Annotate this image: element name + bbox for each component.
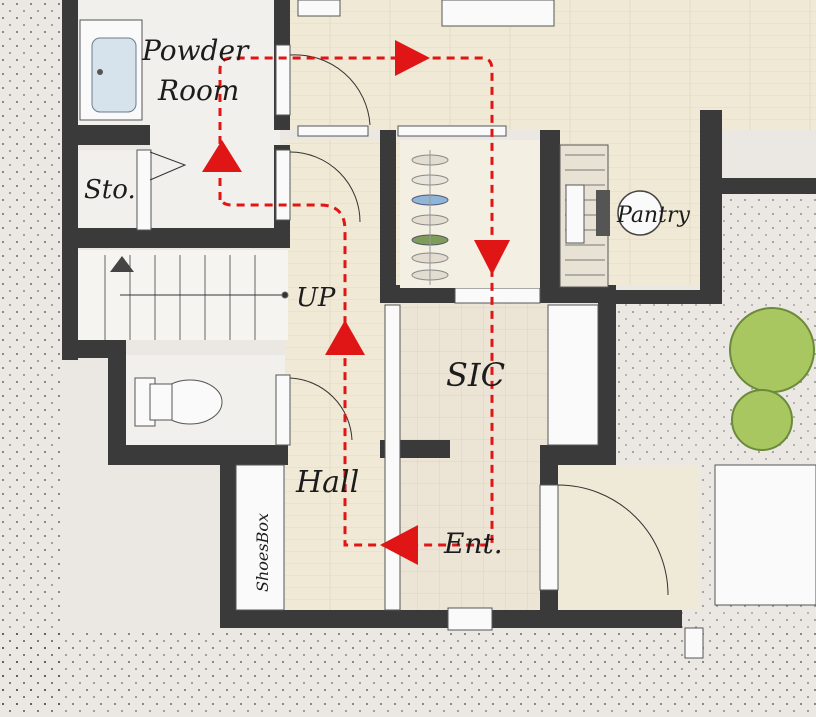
arrow-up-icon <box>325 320 365 355</box>
walls <box>62 0 816 628</box>
powder-room-label-line2: Room <box>157 74 239 107</box>
entrance-label: Ent. <box>443 527 503 560</box>
sic-glass-partition-left <box>384 304 401 611</box>
porch-floor <box>555 465 700 610</box>
window-top-left <box>297 0 341 17</box>
powder-room-label-line1: Powder <box>141 34 250 67</box>
pantry-stool-icon <box>617 190 663 236</box>
shoes-box-label: ShoesBox <box>253 513 272 592</box>
outdoor-gravel-bottom <box>0 628 816 717</box>
circulation-path <box>218 56 494 547</box>
stairs-arrow-icon <box>110 256 134 272</box>
closet-items <box>400 140 540 288</box>
outdoor-gravel-left <box>0 0 62 717</box>
stairs-up-label: UP <box>296 283 336 313</box>
closet-door-frame <box>454 287 541 304</box>
toilet-door-swing <box>289 377 353 441</box>
powder-room-floor <box>150 0 280 230</box>
sic-glass-partition-right <box>547 304 599 446</box>
entrance-door-swing <box>557 484 669 596</box>
hall-door-frame-top <box>297 125 369 137</box>
powder-door-leaf <box>275 44 291 116</box>
stairs <box>104 255 289 340</box>
exterior-post <box>684 627 704 659</box>
sic-label: SIC <box>446 356 505 394</box>
toilet-door-leaf <box>275 374 291 446</box>
arrow-left-icon <box>380 525 418 565</box>
hall-label: Hall <box>295 465 359 500</box>
closet-top-frame <box>397 125 507 137</box>
hall-floor <box>285 140 385 610</box>
entrance-door-leaf <box>539 484 559 591</box>
pantry-shelves <box>559 144 610 288</box>
storage-door-leaf <box>136 149 152 231</box>
powder-door-swing <box>289 54 371 126</box>
window-top-right <box>441 0 555 27</box>
arrow-right-icon <box>395 40 430 76</box>
hall-door-swing <box>289 151 361 223</box>
washbasin <box>79 19 143 121</box>
front-window <box>447 607 493 631</box>
arrow-down-icon <box>474 240 510 275</box>
hall-door-leaf <box>275 149 291 221</box>
toilet <box>134 377 223 427</box>
pantry-label: Pantry <box>616 203 690 228</box>
storage-label: Sto. <box>84 175 136 205</box>
storage-door-swing <box>149 151 187 181</box>
exterior-paving <box>714 464 816 606</box>
shoes-box <box>235 464 285 611</box>
arrow-up-powder-icon <box>202 140 242 172</box>
plant-icon-small <box>731 389 793 451</box>
plant-icon <box>729 307 815 393</box>
